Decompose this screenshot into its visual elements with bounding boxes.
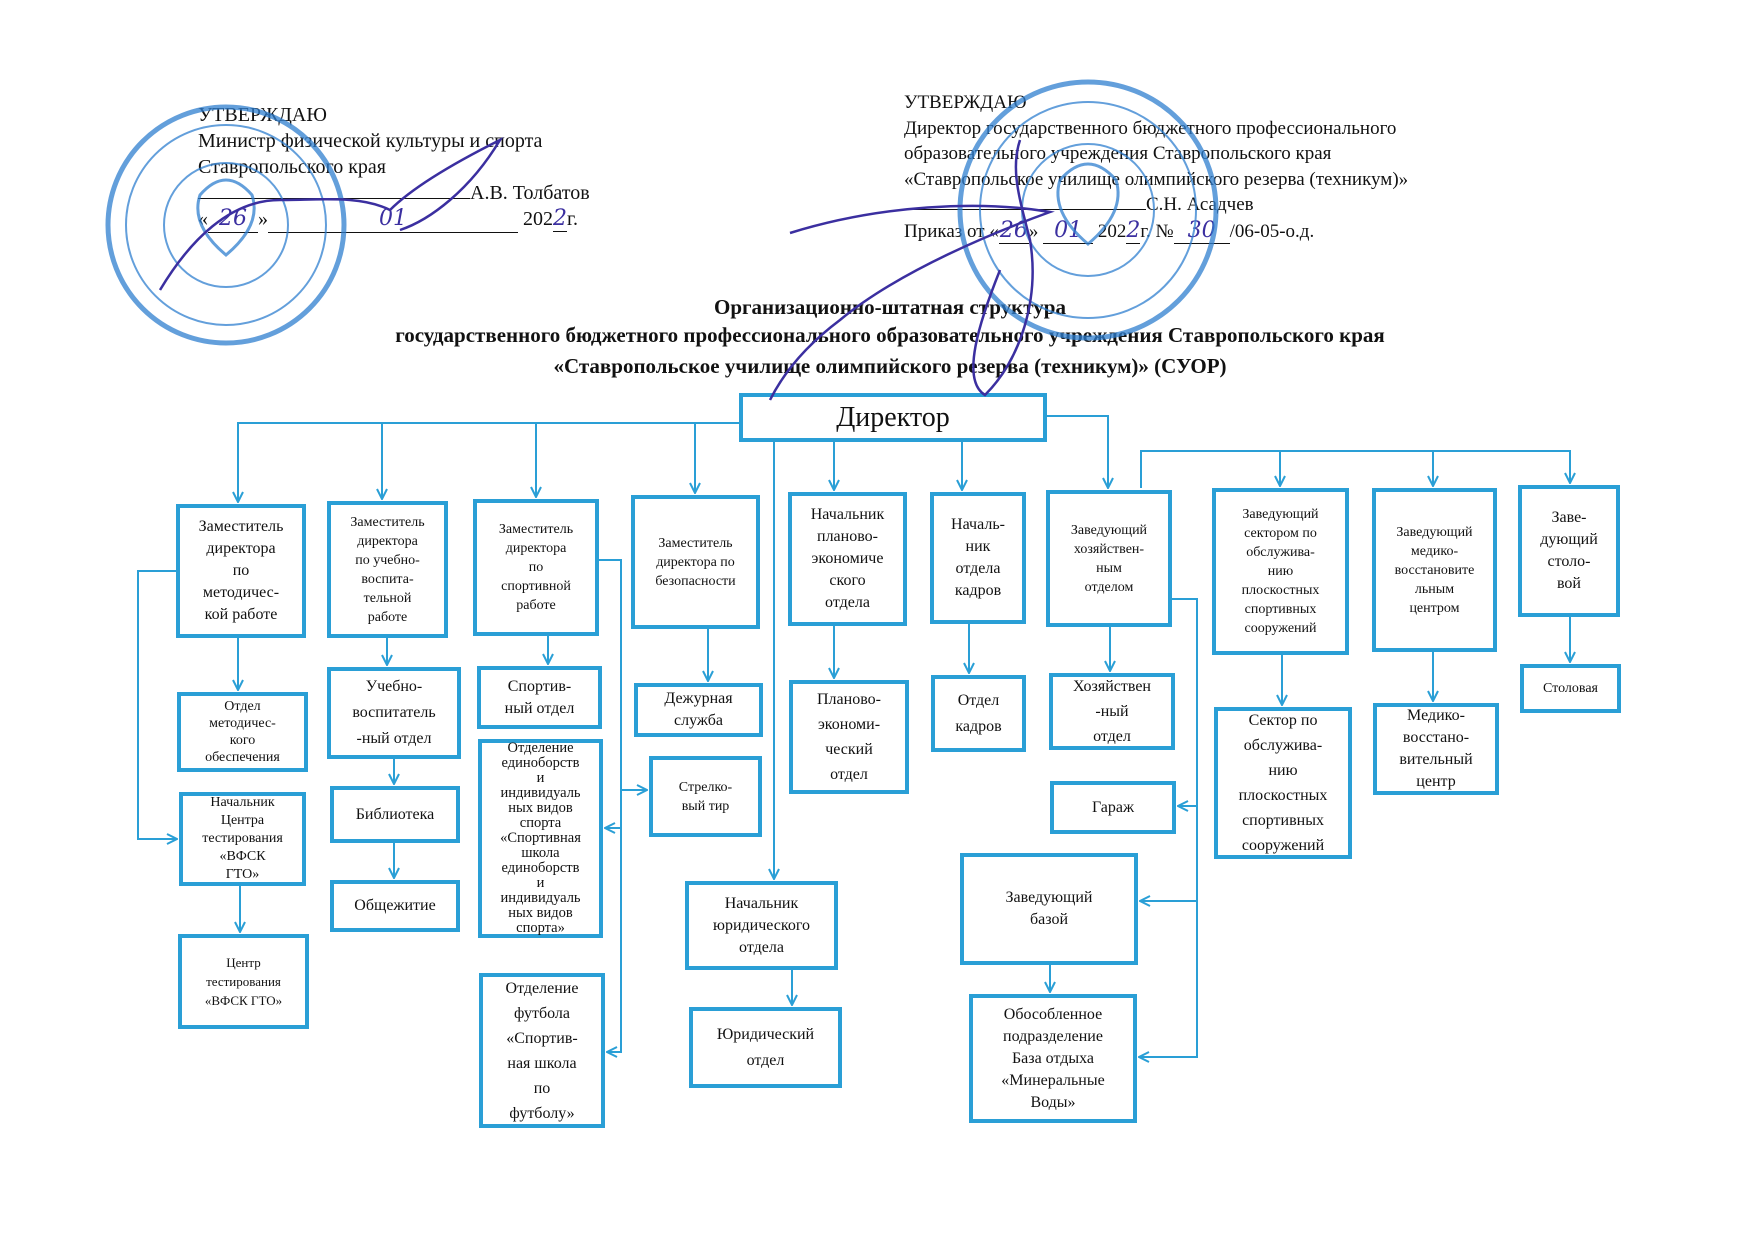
director-name: С.Н. Асадчев: [1146, 194, 1254, 215]
date-year-digit: 2: [553, 206, 567, 232]
base-head-box[interactable]: Заведующий базой: [960, 853, 1138, 965]
medical-center-box[interactable]: Медико- восстано- вительный центр: [1373, 703, 1499, 795]
head-hr-box[interactable]: Началь- ник отдела кадров: [930, 492, 1026, 624]
deputy-security-box[interactable]: Заместитель директора по безопасности: [631, 495, 760, 629]
library-box[interactable]: Библиотека: [330, 786, 460, 843]
head-canteen-box[interactable]: Заве- дующий столо- вой: [1518, 485, 1620, 617]
connector-arrow: [1139, 598, 1198, 1057]
education-dept-box[interactable]: Учебно- воспитатель -ный отдел: [327, 667, 461, 759]
sector-dept-box[interactable]: Сектор по обслужива- нию плоскостных спо…: [1214, 707, 1352, 859]
deputy-education-box[interactable]: Заместитель директора по учебно- воспита…: [327, 501, 448, 638]
date-suffix: г.: [567, 208, 578, 230]
approve-label: УТВЕРЖДАЮ: [904, 92, 1027, 113]
order-year-digit: 2: [1126, 217, 1141, 244]
head-sector-box[interactable]: Заведующий сектором по обслужива- нию пл…: [1212, 488, 1349, 655]
head-household-box[interactable]: Заведующий хозяйствен- ным отделом: [1046, 490, 1172, 627]
connector-arrow: [137, 570, 177, 839]
date-year: 202: [523, 208, 553, 230]
sport-dept-box[interactable]: Спортив- ный отдел: [477, 666, 602, 729]
director-title-1: Директор государственного бюджетного про…: [904, 117, 1397, 139]
shooting-range-box[interactable]: Стрелко- вый тир: [649, 756, 762, 837]
connector-arrow: [1047, 415, 1108, 488]
gto-head-box[interactable]: Начальник Центра тестирования «ВФСК ГТО»: [179, 792, 306, 886]
connector-arrow: [238, 422, 739, 502]
planning-dept-box[interactable]: Планово- экономи- ческий отдел: [789, 680, 909, 794]
dormitory-box[interactable]: Общежитие: [330, 880, 460, 932]
deputy-sport-box[interactable]: Заместитель директора по спортивной рабо…: [473, 499, 599, 636]
mineral-waters-base-box[interactable]: Обособленное подразделение База отдыха «…: [969, 994, 1137, 1123]
garage-box[interactable]: Гараж: [1050, 781, 1176, 834]
order-suffix: /06-05-о.д.: [1229, 220, 1315, 242]
head-planning-box[interactable]: Начальник планово- экономиче ского отдел…: [788, 492, 907, 626]
martial-arts-dept-box[interactable]: Отделение единоборств и индивидуаль ных …: [478, 739, 603, 938]
gto-center-box[interactable]: Центр тестирования «ВФСК ГТО»: [178, 934, 309, 1029]
director-box[interactable]: Директор: [739, 393, 1047, 442]
legal-dept-box[interactable]: Юридический отдел: [689, 1007, 842, 1088]
connector-arrow: [599, 559, 622, 1052]
football-dept-box[interactable]: Отделение футбола «Спортив- ная школа по…: [479, 973, 605, 1128]
deputy-methodology-box[interactable]: Заместитель директора по методичес- кой …: [176, 504, 306, 638]
canteen-box[interactable]: Столовая: [1520, 664, 1621, 713]
connector-arrow: [1140, 450, 1570, 488]
legal-head-box[interactable]: Начальник юридического отдела: [685, 881, 838, 970]
head-medical-box[interactable]: Заведующий медико- восстановите льным це…: [1372, 488, 1497, 652]
hr-dept-box[interactable]: Отдел кадров: [931, 675, 1026, 752]
duty-service-box[interactable]: Дежурная служба: [634, 683, 763, 737]
methodology-dept-box[interactable]: Отдел методичес- кого обеспечения: [177, 692, 308, 772]
household-dept-box[interactable]: Хозяйствен -ный отдел: [1049, 673, 1175, 750]
